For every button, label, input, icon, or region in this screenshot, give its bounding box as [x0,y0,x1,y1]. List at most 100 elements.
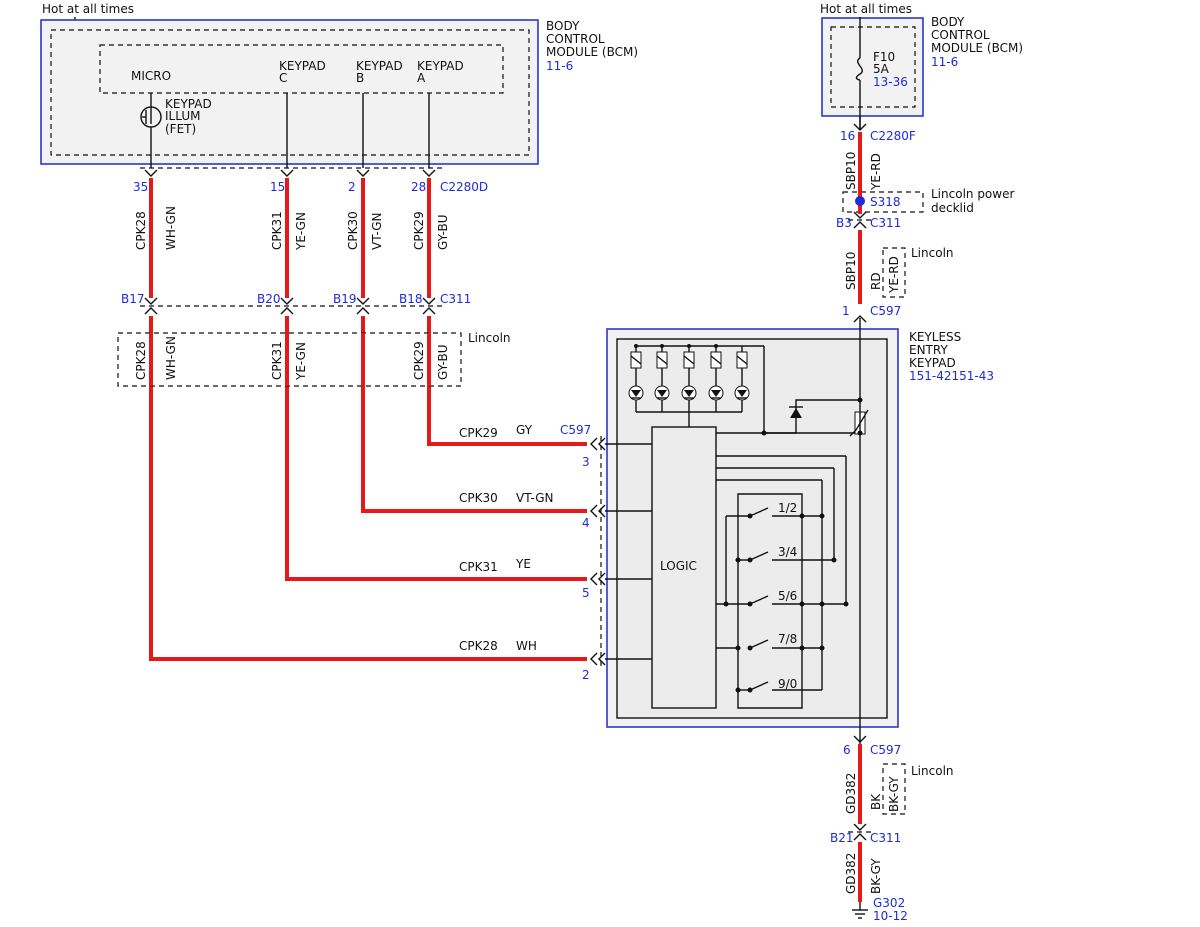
c311-pin-b20: B20 [257,292,281,306]
label-bk: BK [869,793,883,810]
c597-pin-2: 2 [582,668,590,682]
h-label-cpk29: CPK29 [459,426,498,440]
c2280d-label[interactable]: C2280D [440,180,488,194]
keypad-a-label: KEYPAD [417,59,464,73]
switch-matrix [716,455,849,709]
label-bk-gy-alt: BK-GY [887,776,901,812]
bcm-right-ref[interactable]: 11-6 [931,55,958,69]
c311-pin-b21: B21 [830,831,854,845]
lincoln-note-lower: Lincoln [911,764,954,778]
c597-left-label[interactable]: C597 [560,423,591,437]
bcm-left-title-3: MODULE (BCM) [546,45,638,59]
c597-pin-4: 4 [582,516,590,530]
label-cpk30: CPK30 [346,211,360,250]
button-3-4-label: 3/4 [778,545,797,559]
hot-at-all-times-right: Hot at all times [820,2,912,16]
c597-pin-1: 1 [842,304,850,318]
button-9-0-label: 9/0 [778,677,797,691]
keypad-c-letter: C [279,71,287,85]
label-sbp10-mid: SBP10 [844,252,858,290]
ground-g302-label[interactable]: G302 [873,896,905,910]
fuse-name: F10 [873,50,895,64]
label-ye-rd-alt: YE-RD [887,256,901,294]
bcm-right-internal [830,26,916,108]
c597-top-label[interactable]: C597 [870,304,901,318]
illum-label-1: KEYPAD [165,97,212,111]
c2280d-pin-35: 35 [133,180,148,194]
c2280f-pin-16: 16 [840,129,855,143]
c597-bottom-label[interactable]: C597 [870,743,901,757]
keypad-a-letter: A [417,71,426,85]
label-gd382-lower: GD382 [844,853,858,894]
c2280d-pin-28: 28 [411,180,426,194]
c311-pin-b18: B18 [399,292,423,306]
ground-ref[interactable]: 10-12 [873,909,908,923]
bcm-right-title-3: MODULE (BCM) [931,41,1023,55]
label-ye-gn: YE-GN [294,212,308,251]
bcm-left-title-1: BODY [546,19,580,33]
label-cpk28: CPK28 [134,211,148,250]
bcm-right-title-1: BODY [931,15,965,29]
alt-label-cpk29: CPK29 [412,341,426,380]
label-gy-bu: GY-BU [436,214,450,250]
label-cpk29: CPK29 [412,211,426,250]
bcm-left-ref[interactable]: 11-6 [546,59,573,73]
c311-right-label[interactable]: C311 [870,216,901,230]
bcm-left-internal [50,29,530,156]
led-array-icon [628,344,765,433]
keypad-b-label: KEYPAD [356,59,403,73]
alt-label-gy-bu: GY-BU [436,344,450,380]
hot-at-all-times-left: Hot at all times [42,2,134,16]
micro-label: MICRO [131,69,171,83]
label-vt-gn: VT-GN [370,213,384,250]
c311-pin-b19: B19 [333,292,357,306]
keypad-title-2: ENTRY [909,343,948,357]
c2280f-label[interactable]: C2280F [870,129,916,143]
bcm-right-title-2: CONTROL [931,28,990,42]
button-1-2-label: 1/2 [778,501,797,515]
label-gd382-upper: GD382 [844,773,858,814]
wire-cpk28-lower [149,316,587,661]
c311-bottom-label[interactable]: C311 [870,831,901,845]
button-5-6-label: 5/6 [778,589,797,603]
h-label-wh: WH [516,639,537,653]
lincoln-mid-box [882,247,906,298]
wire-cpk31-lower [285,316,587,581]
h-label-vt-gn: VT-GN [516,491,553,505]
keypad-title-1: KEYLESS [909,330,961,344]
alt-label-cpk31: CPK31 [270,341,284,380]
bcm-left-micro-box [99,44,504,94]
bcm-right-box [821,17,924,117]
c597-pin-6: 6 [843,743,851,757]
illum-label-2: ILLUM [165,109,200,123]
lincoln-note-mid: Lincoln [911,246,954,260]
lincoln-option-box-left [117,332,462,387]
c2280d-pin-2: 2 [348,180,356,194]
fuse-rating: 5A [873,62,890,76]
keypad-c-label: KEYPAD [279,59,326,73]
alt-label-wh-gn: WH-GN [164,336,178,380]
c311-left-label[interactable]: C311 [440,292,471,306]
ground-icon [852,902,868,919]
splice-s318-icon [855,196,865,206]
c311-pin-b17: B17 [121,292,145,306]
logic-block [651,426,717,709]
label-sbp10-upper: SBP10 [844,152,858,190]
illum-label-3: (FET) [165,122,196,136]
h-label-cpk30: CPK30 [459,491,498,505]
keypad-title-3: KEYPAD [909,356,956,370]
lincoln-lower-box [882,763,906,815]
splice-note-1: Lincoln power [931,187,1014,201]
logic-label: LOGIC [660,559,697,573]
bcm-left-box [40,19,539,165]
h-label-ye: YE [515,557,531,571]
h-label-gy: GY [516,423,533,437]
diode-icon [789,406,803,418]
splice-s318-label[interactable]: S318 [870,195,901,209]
h-label-cpk28: CPK28 [459,639,498,653]
splice-note-2: decklid [931,201,974,215]
fuse-ref[interactable]: 13-36 [873,75,908,89]
label-wh-gn: WH-GN [164,206,178,250]
keypad-ref[interactable]: 151-42151-43 [909,369,994,383]
